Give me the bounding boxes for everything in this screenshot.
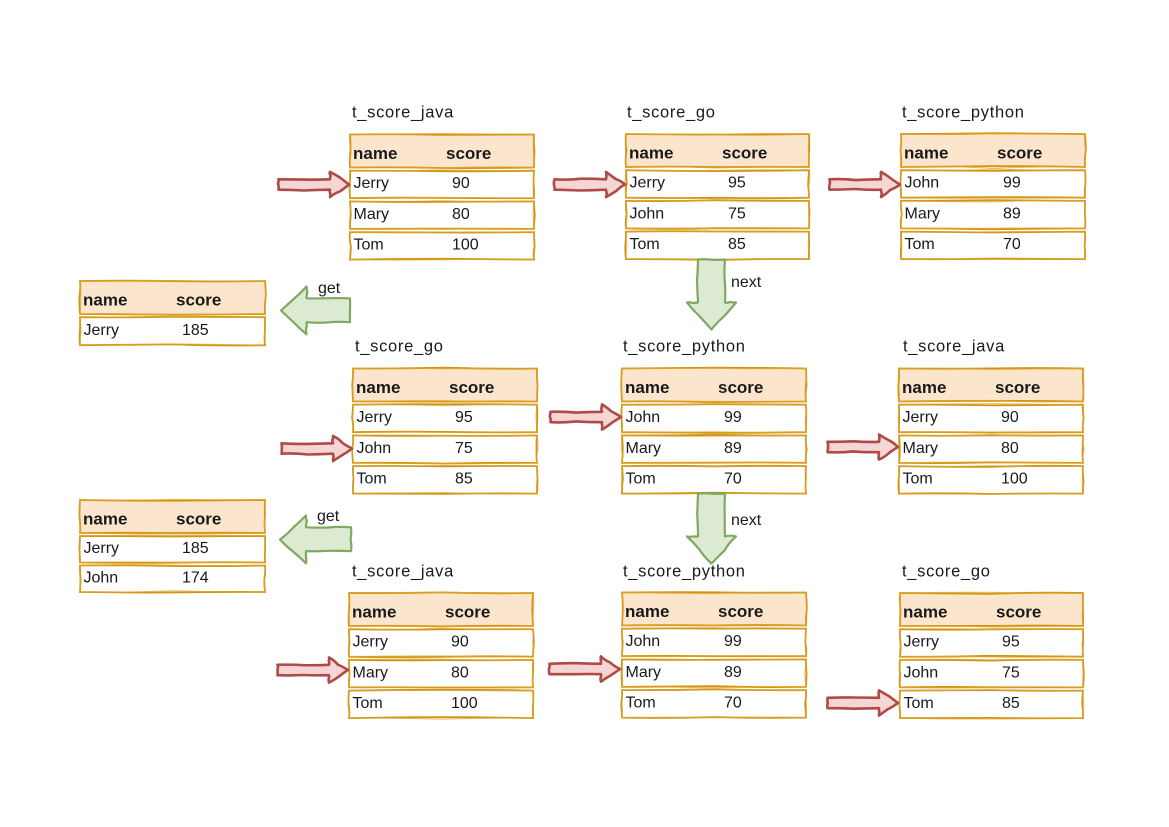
svg-text:score: score	[445, 603, 490, 622]
svg-text:John: John	[905, 175, 940, 192]
svg-text:185: 185	[182, 540, 209, 557]
svg-text:John: John	[904, 664, 939, 681]
svg-text:89: 89	[724, 664, 742, 681]
svg-text:89: 89	[724, 440, 742, 457]
svg-text:Jerry: Jerry	[84, 322, 120, 339]
svg-text:Tom: Tom	[905, 236, 935, 253]
svg-text:80: 80	[451, 664, 469, 681]
svg-text:Jerry: Jerry	[904, 634, 940, 651]
svg-text:Mary: Mary	[905, 205, 941, 222]
svg-text:75: 75	[728, 205, 746, 222]
svg-text:99: 99	[1003, 175, 1021, 192]
svg-text:80: 80	[452, 206, 470, 223]
svg-text:name: name	[625, 378, 669, 397]
svg-text:185: 185	[182, 322, 209, 339]
svg-text:name: name	[903, 603, 947, 622]
svg-text:score: score	[449, 378, 494, 397]
svg-text:name: name	[83, 291, 127, 310]
svg-text:90: 90	[452, 175, 470, 192]
svg-text:Mary: Mary	[626, 440, 662, 457]
svg-text:90: 90	[451, 634, 469, 651]
svg-text:score: score	[718, 602, 763, 621]
svg-text:100: 100	[1001, 471, 1028, 488]
svg-text:Mary: Mary	[626, 664, 662, 681]
svg-text:name: name	[629, 144, 673, 163]
svg-text:score: score	[446, 144, 491, 163]
svg-text:Tom: Tom	[626, 695, 656, 712]
svg-text:99: 99	[724, 409, 742, 426]
svg-text:80: 80	[1001, 440, 1019, 457]
svg-text:85: 85	[1002, 695, 1020, 712]
svg-text:get: get	[318, 280, 341, 297]
svg-text:174: 174	[182, 569, 209, 586]
svg-text:Mary: Mary	[353, 664, 389, 681]
svg-text:70: 70	[1003, 236, 1021, 253]
svg-text:name: name	[352, 603, 396, 622]
svg-text:score: score	[722, 144, 767, 163]
svg-text:next: next	[731, 512, 762, 529]
svg-text:89: 89	[1003, 205, 1021, 222]
svg-text:score: score	[718, 378, 763, 397]
svg-text:75: 75	[455, 440, 473, 457]
svg-text:Jerry: Jerry	[354, 175, 390, 192]
svg-text:John: John	[84, 569, 119, 586]
svg-text:Jerry: Jerry	[353, 634, 389, 651]
svg-text:Jerry: Jerry	[84, 540, 120, 557]
svg-text:t_score_python: t_score_python	[623, 563, 746, 581]
svg-text:t_score_java: t_score_java	[352, 563, 454, 581]
svg-text:100: 100	[451, 695, 478, 712]
svg-text:name: name	[353, 144, 397, 163]
svg-text:Tom: Tom	[626, 471, 656, 488]
svg-text:75: 75	[1002, 664, 1020, 681]
svg-text:95: 95	[728, 175, 746, 192]
svg-text:name: name	[904, 144, 948, 163]
svg-text:t_score_python: t_score_python	[902, 104, 1025, 122]
svg-text:score: score	[176, 291, 221, 310]
svg-text:name: name	[902, 378, 946, 397]
svg-text:Tom: Tom	[353, 695, 383, 712]
svg-text:70: 70	[724, 695, 742, 712]
svg-text:t_score_go: t_score_go	[627, 104, 716, 122]
svg-text:t_score_go: t_score_go	[355, 338, 444, 356]
svg-text:85: 85	[728, 236, 746, 253]
svg-text:John: John	[626, 633, 661, 650]
svg-text:Tom: Tom	[354, 237, 384, 254]
svg-text:95: 95	[1002, 634, 1020, 651]
svg-text:Tom: Tom	[357, 471, 387, 488]
svg-text:95: 95	[455, 409, 473, 426]
svg-text:Mary: Mary	[903, 440, 939, 457]
svg-text:get: get	[317, 508, 340, 525]
svg-text:name: name	[625, 602, 669, 621]
svg-text:name: name	[83, 510, 127, 529]
svg-text:Tom: Tom	[904, 695, 934, 712]
svg-text:name: name	[356, 378, 400, 397]
svg-text:score: score	[997, 144, 1042, 163]
svg-text:t_score_go: t_score_go	[902, 563, 991, 581]
svg-text:100: 100	[452, 237, 479, 254]
svg-text:Jerry: Jerry	[903, 409, 939, 426]
svg-text:85: 85	[455, 471, 473, 488]
svg-text:t_score_java: t_score_java	[352, 104, 454, 122]
svg-text:score: score	[996, 603, 1041, 622]
svg-text:Jerry: Jerry	[357, 409, 393, 426]
svg-text:90: 90	[1001, 409, 1019, 426]
svg-text:score: score	[995, 378, 1040, 397]
svg-text:John: John	[357, 440, 392, 457]
svg-text:70: 70	[724, 471, 742, 488]
svg-text:Jerry: Jerry	[630, 175, 666, 192]
svg-text:t_score_python: t_score_python	[623, 338, 746, 356]
svg-text:Tom: Tom	[630, 236, 660, 253]
svg-text:score: score	[176, 510, 221, 529]
svg-text:t_score_java: t_score_java	[903, 338, 1005, 356]
svg-text:John: John	[630, 205, 665, 222]
svg-text:Tom: Tom	[903, 471, 933, 488]
svg-text:John: John	[626, 409, 661, 426]
svg-text:Mary: Mary	[354, 206, 390, 223]
svg-text:next: next	[731, 274, 762, 291]
svg-text:99: 99	[724, 633, 742, 650]
